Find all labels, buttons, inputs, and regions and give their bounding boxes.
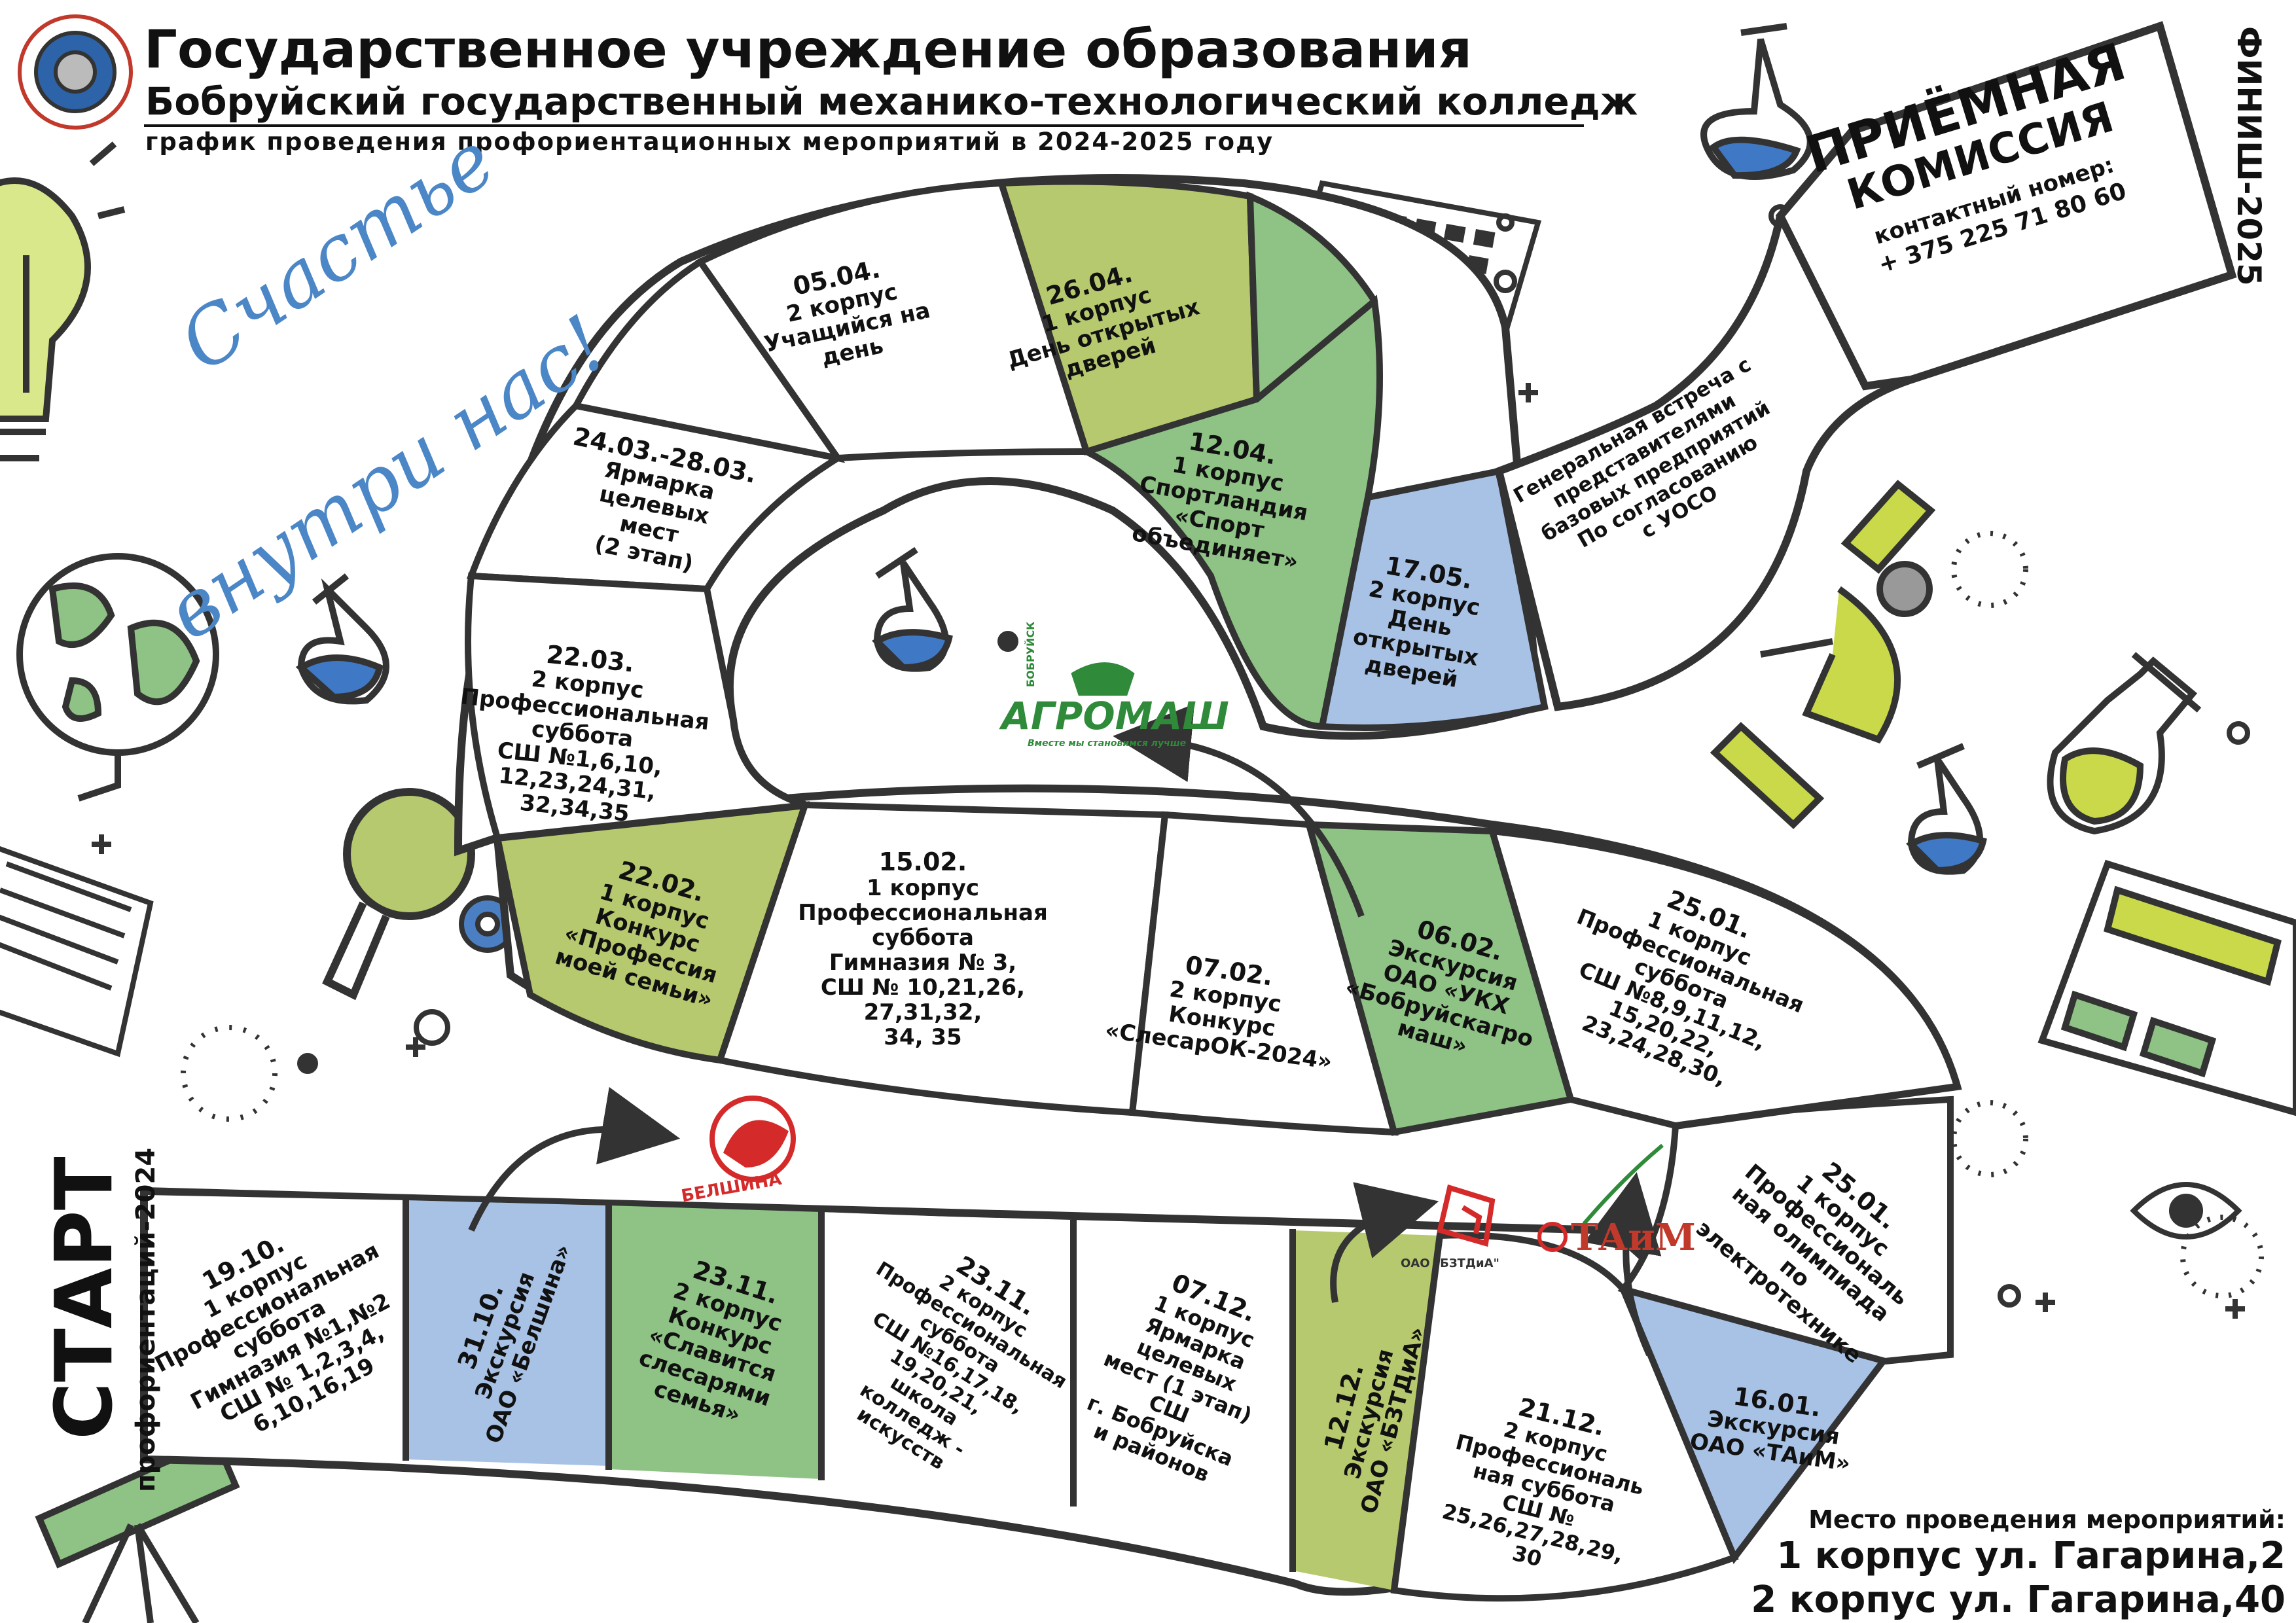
event-cell-e12: 07.02. 2 корпус Конкурс «СлесарОК-2024» — [1096, 914, 1352, 1102]
event-line: Гимназия № 3, — [829, 950, 1017, 976]
magnifier-icon — [322, 788, 475, 1001]
browser-window-icon — [2037, 859, 2296, 1116]
agromash-logo-small: БОБРУЙСК — [1024, 621, 1037, 687]
event-line: 27,31,32, — [863, 999, 982, 1026]
taim-logo — [1537, 1143, 1664, 1252]
header-subtitle: Бобруйский государственный механико-техн… — [145, 79, 1638, 124]
event-line: 34, 35 — [884, 1024, 962, 1050]
cell-bg-e3 — [609, 1205, 821, 1479]
book-icon — [0, 846, 154, 1058]
belshina-logo — [709, 1096, 796, 1182]
header-divider — [144, 124, 1584, 127]
header-title: Государственное учреждение образования — [144, 19, 1472, 80]
venue-line-1: 1 корпус ул. Гагарина,2 — [1776, 1535, 2286, 1577]
flask-icon — [2047, 652, 2202, 835]
telescope-icon — [35, 1435, 240, 1623]
bztdia-logo — [1437, 1184, 1496, 1247]
lightbulb-icon — [0, 141, 126, 461]
cell-bg-e2 — [406, 1200, 609, 1466]
event-line: Профессиональная — [798, 900, 1048, 926]
globe-icon — [16, 553, 219, 802]
event-line: 30 — [1509, 1540, 1545, 1572]
bztdia-logo-label: ОАО "БЗТДиА" — [1401, 1257, 1499, 1270]
flask-icon — [872, 546, 953, 672]
event-line: 1 корпус — [866, 875, 980, 901]
cell-bg-e4 — [821, 1212, 1073, 1505]
microscope-icon — [1710, 480, 1936, 829]
flask-icon — [295, 573, 389, 705]
taim-logo-label: ТАиМ — [1571, 1216, 1696, 1259]
event-cell-e15: 22.03. 2 корпус Профессиональная суббота… — [449, 629, 715, 837]
cell-bg-e5 — [1073, 1221, 1293, 1544]
agromash-logo-label: АГРОМАШ — [1001, 694, 1229, 738]
finish-label: ФИНИШ-2025 — [2230, 26, 2268, 286]
college-emblem-icon — [18, 14, 133, 130]
flask-icon — [1700, 23, 1814, 180]
cell-bg-e1 — [148, 1195, 406, 1455]
venue-line-2: 2 корпус ул. Гагарина,40 — [1751, 1578, 2286, 1621]
event-date: 15.02. — [878, 847, 967, 876]
venue-title: Место проведения мероприятий: — [1808, 1505, 2286, 1534]
event-cell-e13: 15.02. 1 корпус Профессиональная суббота… — [798, 838, 1048, 1060]
event-line: СШ № 10,21,26, — [820, 974, 1026, 1001]
agromash-logo-slogan: Вместе мы становимся лучше — [1028, 738, 1187, 749]
header-caption: график проведения профориентационных мер… — [145, 128, 1274, 156]
flask-icon — [1906, 743, 1987, 875]
eye-icon — [2130, 1182, 2242, 1240]
start-label: СТАРТ — [39, 1156, 130, 1440]
event-line: суббота — [872, 925, 974, 951]
agromash-logo — [1071, 662, 1135, 696]
